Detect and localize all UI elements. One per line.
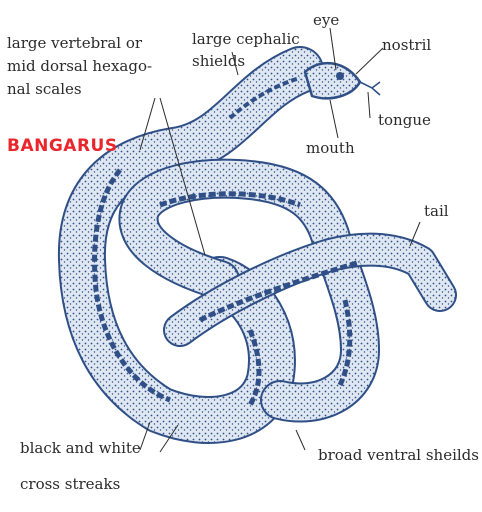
ventral-label: broad ventral sheilds	[318, 446, 479, 464]
mouth-label: mouth	[306, 139, 355, 157]
tail-label: tail	[424, 202, 449, 220]
tongue-shape	[359, 81, 381, 96]
tongue-label: tongue	[378, 111, 431, 129]
eye-icon	[336, 72, 344, 80]
nostril-label: nostril	[382, 36, 432, 54]
eye-label: eye	[313, 11, 340, 29]
scale-chains	[92, 76, 361, 407]
streaks-label-1: black and white	[20, 439, 141, 457]
vertebral-label-1: large vertebral or	[7, 34, 143, 52]
page-title: BANGARUS	[7, 136, 118, 156]
cephalic-label-1: large cephalic	[192, 30, 300, 48]
pointer-lines	[139, 27, 421, 453]
vertebral-label-2: mid dorsal hexago-	[7, 57, 153, 75]
snake-body	[57, 46, 457, 444]
cephalic-label-2: shields	[192, 52, 246, 70]
streaks-label-2: cross streaks	[20, 475, 121, 493]
vertebral-label-3: nal scales	[7, 80, 82, 98]
